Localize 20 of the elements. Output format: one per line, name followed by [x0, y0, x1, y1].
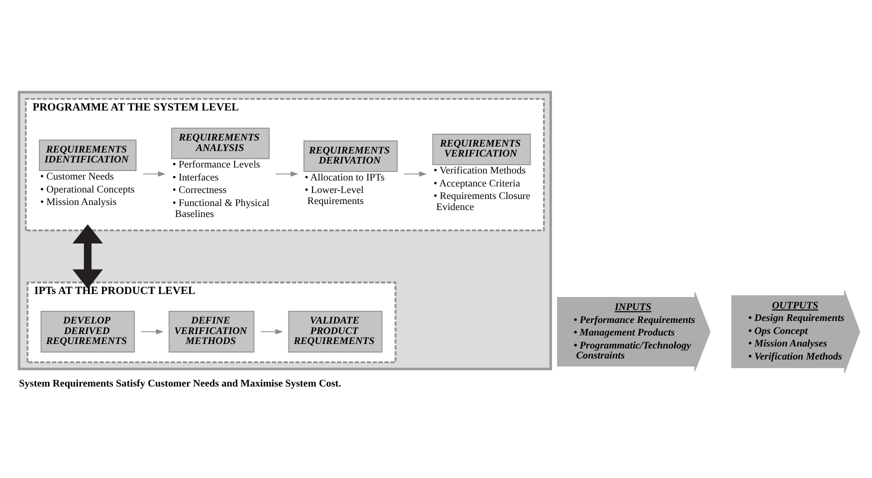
node-label: • Functional & Physical Baselines: [172, 197, 270, 220]
node-label: • Correctness: [172, 184, 227, 196]
node-label: • Mission Analysis: [40, 196, 117, 208]
arrow: [72, 224, 103, 288]
node-label: • Verification Methods: [434, 165, 526, 176]
arrow: [404, 170, 427, 176]
node-label: • Customer Needs: [40, 171, 114, 182]
arrow: [140, 328, 164, 334]
node-label: • Interfaces: [172, 172, 219, 183]
node-label: • Allocation to IPTs: [304, 172, 385, 183]
caption: System Requirements Satisfy Customer Needs and Maximise System Cost.: [19, 378, 342, 389]
node-label: • Lower-Level Requirements: [304, 184, 364, 207]
node-label: • Operational Concepts: [40, 184, 135, 195]
arrow: [275, 170, 298, 176]
node-label: • Acceptance Criteria: [434, 178, 520, 189]
arrow: [142, 170, 166, 176]
node-label: • Performance Levels: [172, 159, 260, 170]
cluster: [18, 90, 552, 370]
arrow: [260, 328, 284, 334]
node-label: • Requirements Closure Evidence: [434, 190, 530, 213]
